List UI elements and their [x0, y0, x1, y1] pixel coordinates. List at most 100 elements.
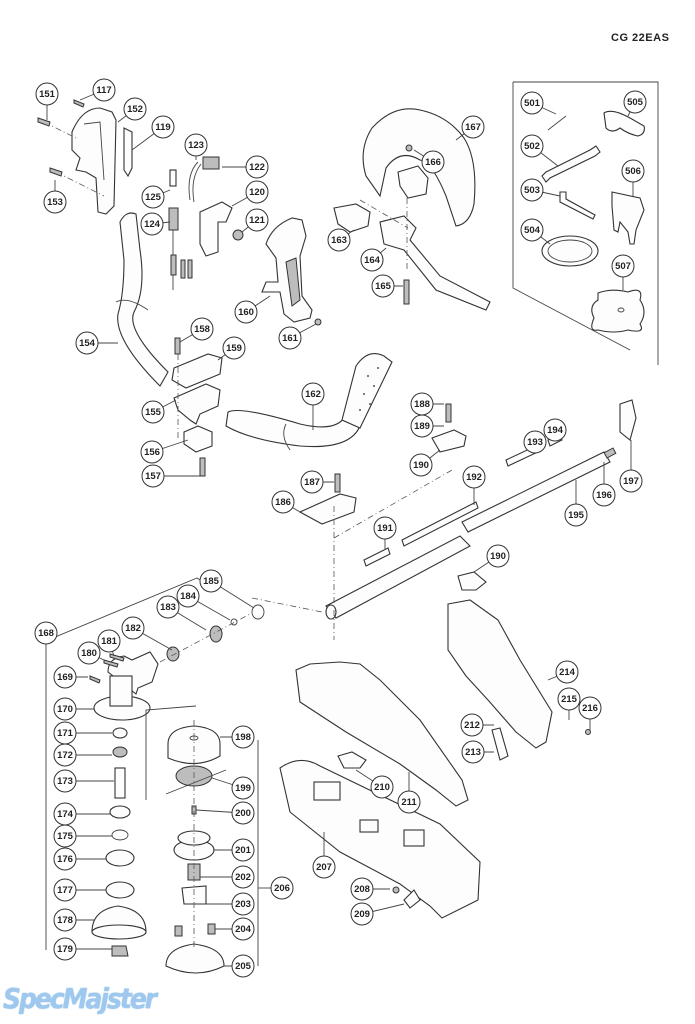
callout-173: 173	[53, 769, 114, 793]
part-number-label: 198	[235, 732, 251, 743]
handle-clamp	[171, 337, 223, 477]
callout-circle	[245, 155, 269, 179]
part-number-label: 191	[377, 523, 394, 534]
callout-202: 202	[200, 865, 255, 889]
safety-goggles	[603, 110, 645, 137]
callout-circle	[619, 469, 643, 493]
callout-179: 179	[53, 937, 112, 961]
callout-178: 178	[53, 908, 94, 932]
gear-head-assembly	[45, 577, 265, 957]
callout-211: 211	[397, 772, 421, 814]
callout-161: 161	[278, 323, 317, 350]
callout-circle	[53, 824, 77, 848]
part-number-label: 188	[414, 399, 430, 410]
callout-circle	[53, 847, 77, 871]
callout-circle	[327, 228, 351, 252]
part-number-label: 155	[145, 407, 162, 418]
callout-circle	[35, 82, 59, 106]
callout-125: 125	[141, 185, 171, 209]
callout-210: 210	[355, 769, 394, 799]
callout-504: 504	[520, 218, 551, 245]
part-number-label: 507	[615, 261, 631, 272]
part-number-label: 173	[57, 776, 73, 787]
part-number-label: 121	[249, 215, 266, 226]
part-number-label: 156	[144, 447, 160, 458]
callout-124: 124	[140, 212, 171, 236]
shoulder-harness	[611, 191, 645, 245]
part-number-label: 506	[625, 166, 641, 177]
part-number-label: 196	[596, 490, 612, 501]
accessory-box	[512, 81, 659, 365]
callout-189: 189	[410, 414, 444, 438]
callout-169: 169	[53, 665, 88, 689]
callout-152: 152	[117, 97, 147, 123]
part-number-label: 505	[627, 97, 644, 108]
callout-circle	[245, 180, 269, 204]
callout-circle	[53, 743, 77, 767]
callout-501: 501	[520, 91, 557, 115]
callout-brackets	[45, 642, 268, 966]
callout-206: 206	[268, 876, 294, 900]
callout-170: 170	[53, 697, 94, 721]
part-number-label: 504	[524, 225, 541, 236]
part-number-label: 186	[275, 497, 291, 508]
callout-212: 212	[460, 713, 494, 737]
hex-key	[559, 191, 596, 220]
part-number-label: 163	[331, 235, 347, 246]
callout-circle	[53, 937, 77, 961]
callout-193: 193	[523, 430, 547, 454]
part-number-label: 503	[524, 185, 540, 196]
callout-circle	[271, 490, 295, 514]
part-number-label: 171	[57, 728, 74, 739]
part-number-label: 180	[81, 648, 97, 659]
callout-circle	[34, 621, 58, 645]
callout-165: 165	[371, 274, 403, 298]
callout-circle	[397, 790, 421, 814]
callout-circle	[350, 902, 374, 926]
callout-156: 156	[140, 439, 189, 464]
part-number-label: 208	[354, 884, 370, 895]
part-number-label: 189	[414, 421, 430, 432]
callout-177: 177	[53, 878, 106, 902]
drive-shaft-assembly	[251, 399, 637, 640]
part-number-label: 211	[401, 797, 417, 808]
callout-181: 181	[97, 629, 121, 657]
part-number-label: 210	[374, 782, 390, 793]
callout-circle	[231, 838, 255, 862]
callout-circle	[564, 503, 588, 527]
callout-203: 203	[206, 892, 255, 916]
part-number-label: 169	[57, 672, 73, 683]
part-number-label: 209	[354, 909, 370, 920]
callout-circle	[53, 908, 77, 932]
callout-191: 191	[373, 516, 397, 550]
callout-187: 187	[300, 470, 334, 494]
callout-circle	[97, 629, 121, 653]
callout-circle	[360, 248, 384, 272]
callout-circle	[53, 665, 77, 689]
part-number-label: 124	[144, 219, 161, 230]
callout-circle	[231, 865, 255, 889]
callout-circle	[270, 876, 294, 900]
callout-circle	[462, 465, 486, 489]
part-number-label: 158	[194, 324, 210, 335]
part-number-label: 159	[226, 343, 242, 354]
callout-circle	[523, 430, 547, 454]
spanner	[541, 145, 601, 183]
callout-182: 182	[121, 616, 173, 651]
callout-167: 167	[455, 115, 485, 141]
callout-198: 198	[220, 725, 255, 749]
callout-circle	[140, 440, 164, 464]
callout-circle	[184, 133, 208, 157]
callout-168: 168	[34, 621, 58, 645]
part-number-label: 123	[188, 140, 204, 151]
callout-circle	[53, 697, 77, 721]
callout-506: 506	[621, 159, 645, 196]
callout-155: 155	[141, 399, 177, 424]
part-number-label: 151	[39, 89, 56, 100]
callout-circle	[373, 516, 397, 540]
callout-circle	[245, 208, 269, 232]
callout-circle	[578, 696, 602, 720]
callout-153: 153	[43, 180, 67, 214]
watermark-logo: SpecMajster	[3, 982, 157, 1015]
callout-195: 195	[564, 480, 588, 527]
